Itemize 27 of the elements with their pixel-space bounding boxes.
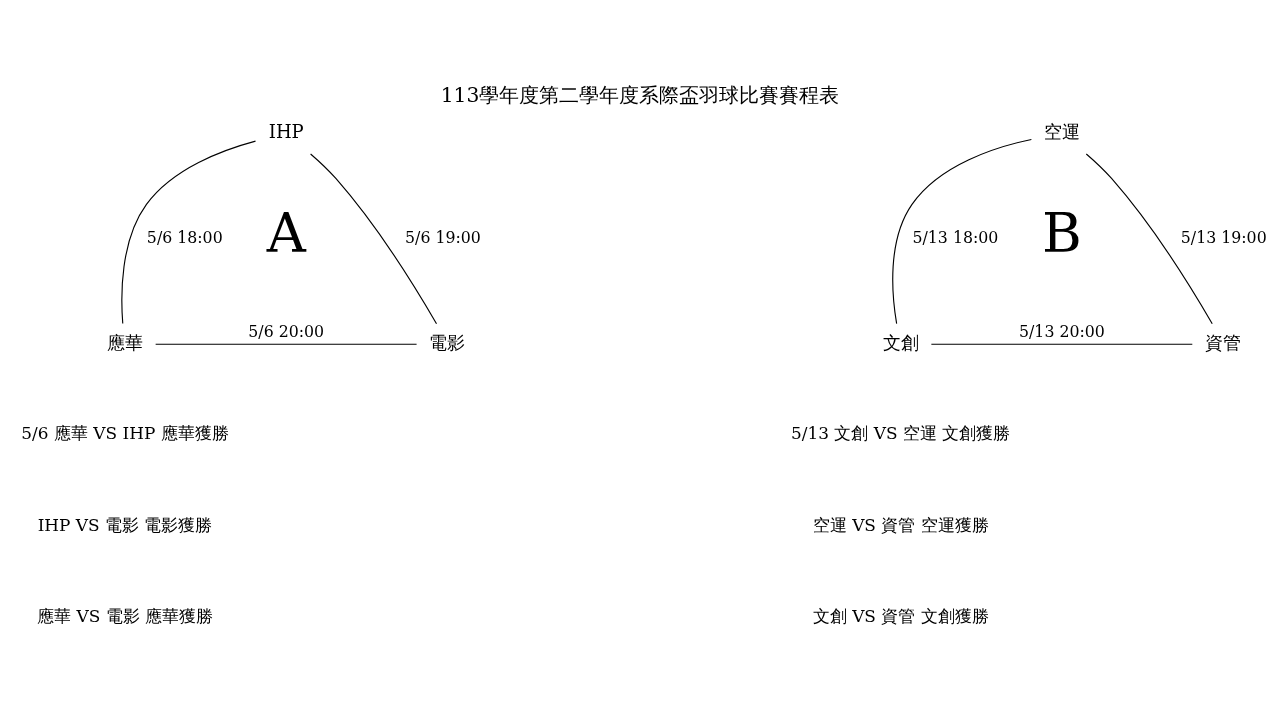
node-text: 文創 bbox=[882, 331, 919, 353]
connector bbox=[155, 343, 418, 345]
edge-label: 5/13 19:00 bbox=[1180, 227, 1267, 247]
connector bbox=[930, 343, 1193, 345]
node-text: 電影 bbox=[429, 331, 466, 353]
edge-label: 5/6 18:00 bbox=[146, 227, 223, 247]
connector bbox=[121, 140, 257, 325]
edge-label: 5/13 18:00 bbox=[912, 227, 999, 247]
label: 空運 VS 資管 空運獲勝 bbox=[812, 514, 989, 535]
edge-label: 5/6 19:00 bbox=[405, 227, 481, 247]
connector bbox=[1085, 153, 1213, 325]
label: IHP VS 電影 電影獲勝 bbox=[37, 514, 213, 535]
label: 5/13 文創 VS 空運 文創獲勝 bbox=[791, 423, 1011, 444]
label: 5/6 應華 VS IHP 應華獲勝 bbox=[21, 423, 229, 444]
label: 文創 VS 資管 文創獲勝 bbox=[812, 606, 989, 627]
node-text: 空運 bbox=[1043, 120, 1080, 142]
label: 應華 VS 電影 應華獲勝 bbox=[37, 606, 213, 627]
edge-label: 5/6 20:00 bbox=[248, 321, 325, 341]
label: A bbox=[266, 202, 306, 266]
connector bbox=[892, 138, 1032, 325]
node-text: 應華 bbox=[107, 331, 144, 353]
diagram-title: 113學年度第二學年度系際盃羽球比賽賽程表 bbox=[440, 83, 840, 108]
edge-label: 5/13 20:00 bbox=[1019, 321, 1105, 341]
connector bbox=[310, 153, 438, 325]
node-text: IHP bbox=[268, 120, 304, 142]
node-text: 資管 bbox=[1205, 331, 1242, 353]
label: B bbox=[1042, 202, 1082, 266]
